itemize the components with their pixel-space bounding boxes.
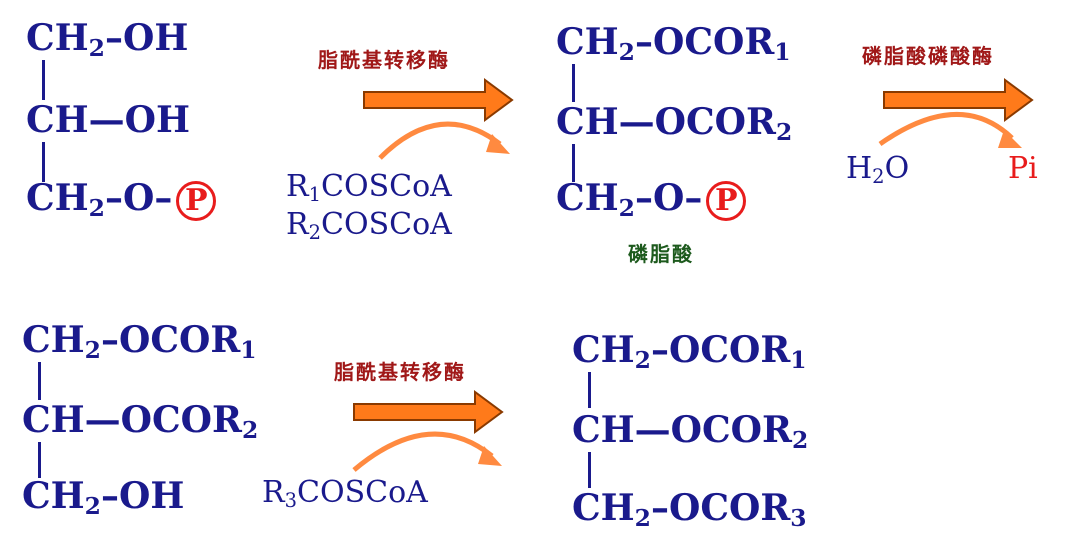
water-input: H2O	[846, 151, 910, 188]
reagent-r2-coscoa: R2COSCoA	[286, 207, 452, 244]
enzyme-label-phosphatase: 磷脂酸磷酸酶	[862, 44, 994, 68]
enzyme-label-acyltransferase-2: 脂酰基转移酶	[334, 360, 466, 384]
reaction-arrow-3	[352, 390, 504, 472]
bond-line	[42, 142, 45, 182]
substrate1-line2: CH—OH	[26, 99, 191, 141]
bond-line	[38, 442, 41, 478]
product3-line3: CH2–OCOR3	[572, 487, 807, 532]
reaction-arrow-1	[363, 78, 514, 160]
substrate3-line1: CH2–OCOR1	[22, 319, 257, 364]
substrate1-line1: CH2–OH	[26, 17, 189, 62]
bond-line	[588, 372, 591, 408]
substrate3-line2: CH—OCOR2	[22, 399, 259, 444]
bond-line	[572, 64, 575, 102]
bond-line	[38, 362, 41, 400]
product1-line3: CH2–O–P	[556, 180, 747, 221]
phosphate-circle-icon: P	[706, 181, 747, 221]
enzyme-label-acyltransferase-1: 脂酰基转移酶	[318, 48, 450, 72]
bond-line	[42, 60, 45, 100]
product-label-phosphatidic-acid: 磷脂酸	[628, 242, 694, 266]
bond-line	[588, 452, 591, 488]
reagent-r3-coscoa: R3COSCoA	[262, 475, 428, 512]
product3-line2: CH—OCOR2	[572, 409, 809, 454]
product1-line1: CH2–OCOR1	[556, 21, 791, 66]
substrate1-line3: CH2–O–P	[26, 180, 217, 221]
phosphate-circle-icon: P	[176, 181, 217, 221]
bond-line	[572, 144, 575, 182]
substrate3-line3: CH2–OH	[22, 475, 185, 520]
phosphate-output: Pi	[1008, 151, 1038, 186]
reaction-arrow-2	[878, 78, 1034, 148]
reagent-r1-coscoa: R1COSCoA	[286, 169, 452, 206]
product3-line1: CH2–OCOR1	[572, 329, 807, 374]
product1-line2: CH—OCOR2	[556, 101, 793, 146]
